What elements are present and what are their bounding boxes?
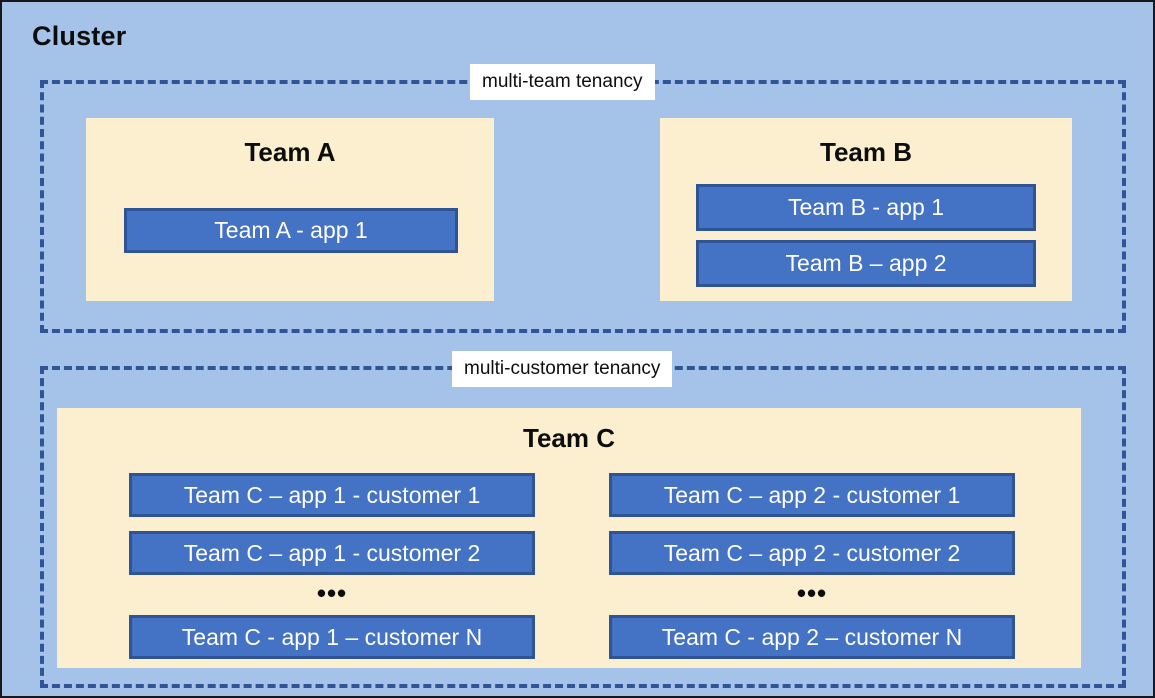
app-box-team-c-app-1-customer-1[interactable]: Team C – app 1 - customer 1 — [129, 473, 535, 517]
app-box-team-c-app-1-customer-n[interactable]: Team C - app 1 – customer N — [129, 615, 535, 659]
ellipsis-team-c-app-1: ••• — [316, 578, 348, 608]
page-title: Cluster — [32, 21, 127, 51]
ellipsis-team-c-app-2: ••• — [796, 578, 828, 608]
app-box-team-b-app-2[interactable]: Team B – app 2 — [696, 240, 1036, 287]
team-b-title: Team B — [820, 137, 912, 167]
group-label-multi-customer-tenancy: multi-customer tenancy — [452, 351, 673, 387]
team-a-title: Team A — [244, 137, 336, 167]
panel-team-c: Team C Team C – app 1 - customer 1 Team … — [57, 408, 1081, 668]
group-label-multi-team-tenancy: multi-team tenancy — [470, 64, 655, 100]
app-box-team-c-app-2-customer-n[interactable]: Team C - app 2 – customer N — [609, 615, 1015, 659]
app-box-team-c-app-2-customer-1[interactable]: Team C – app 2 - customer 1 — [609, 473, 1015, 517]
panel-team-b: Team B Team B - app 1 Team B – app 2 — [660, 118, 1072, 301]
team-c-title: Team C — [523, 423, 615, 453]
app-box-team-a-app-1[interactable]: Team A - app 1 — [124, 208, 458, 253]
app-box-team-b-app-1[interactable]: Team B - app 1 — [696, 184, 1036, 231]
panel-team-a: Team A Team A - app 1 — [86, 118, 494, 301]
app-box-team-c-app-2-customer-2[interactable]: Team C – app 2 - customer 2 — [609, 531, 1015, 575]
app-box-team-c-app-1-customer-2[interactable]: Team C – app 1 - customer 2 — [129, 531, 535, 575]
